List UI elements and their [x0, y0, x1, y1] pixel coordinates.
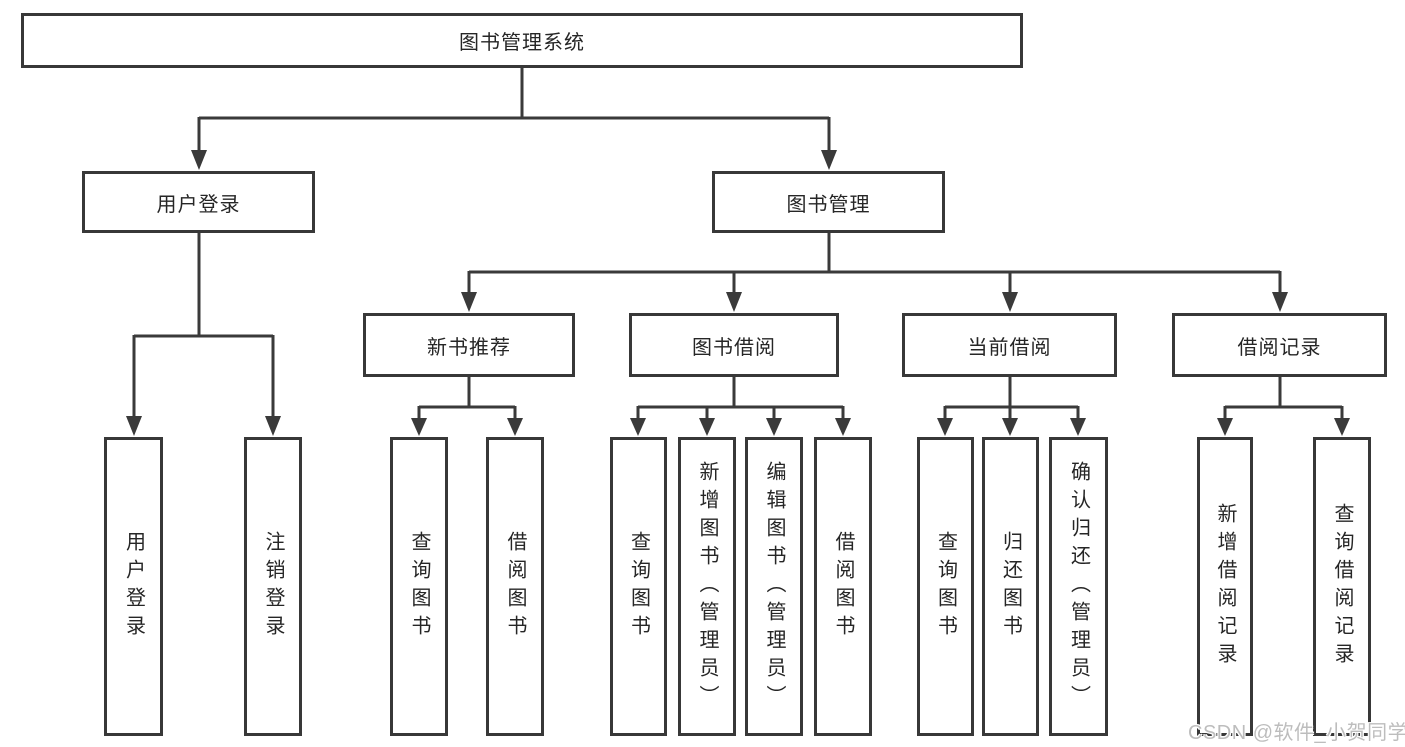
node-current-borrow-label: 当前借阅: [967, 336, 1052, 359]
node-user-login-label: 用户登录: [156, 193, 241, 216]
connector-book-borrow: [636, 377, 845, 420]
leaf-confirm-return-admin: 确认归还（管理员）: [1049, 437, 1108, 736]
node-book-borrow: 图书借阅: [629, 313, 839, 377]
node-new-book-recommend: 新书推荐: [363, 313, 575, 377]
leaf-return-books: 归还图书: [982, 437, 1039, 736]
connector-user-login: [132, 233, 275, 418]
leaf-logout-label: 注销登录: [262, 530, 284, 643]
leaf-borrow-books-label: 借阅图书: [832, 530, 854, 643]
node-current-borrow: 当前借阅: [902, 313, 1117, 377]
leaf-user-login-label: 用户登录: [122, 530, 145, 643]
leaf-user-login: 用户登录: [104, 437, 163, 736]
node-root-label: 图书管理系统: [459, 32, 585, 54]
leaf-return-books-label: 归还图书: [999, 530, 1022, 643]
node-user-login: 用户登录: [82, 171, 315, 233]
leaf-query-books-recommend-label: 查询图书: [408, 530, 430, 643]
leaf-query-books-current: 查询图书: [917, 437, 974, 736]
connector-current-borrow: [943, 377, 1080, 420]
node-book-management-label: 图书管理: [786, 193, 871, 216]
leaf-query-borrow-record-label: 查询借阅记录: [1331, 502, 1353, 671]
leaf-borrow-books-recommend: 借阅图书: [486, 437, 544, 736]
node-root: 图书管理系统: [21, 13, 1023, 68]
connector-book-management: [467, 233, 1282, 294]
leaf-query-books-current-label: 查询图书: [934, 530, 957, 643]
leaf-edit-books-admin: 编辑图书（管理员）: [745, 437, 803, 736]
leaf-borrow-books: 借阅图书: [814, 437, 872, 736]
leaf-add-borrow-record: 新增借阅记录: [1197, 437, 1253, 736]
watermark: CSDN @软件_小贺同学: [1188, 722, 1405, 744]
leaf-query-borrow-record: 查询借阅记录: [1313, 437, 1371, 736]
leaf-confirm-return-admin-label: 确认归还（管理员）: [1067, 460, 1090, 713]
leaf-query-books-borrow: 查询图书: [610, 437, 667, 736]
leaf-add-books-admin: 新增图书（管理员）: [678, 437, 736, 736]
node-borrow-records-label: 借阅记录: [1237, 336, 1322, 359]
leaf-add-borrow-record-label: 新增借阅记录: [1214, 502, 1236, 671]
leaf-borrow-books-recommend-label: 借阅图书: [504, 530, 526, 643]
leaf-query-books-recommend: 查询图书: [390, 437, 448, 736]
node-new-book-recommend-label: 新书推荐: [427, 336, 511, 359]
node-book-management: 图书管理: [712, 171, 945, 233]
connector-root: [197, 66, 831, 152]
node-borrow-records: 借阅记录: [1172, 313, 1387, 377]
leaf-add-books-admin-label: 新增图书（管理员）: [696, 460, 718, 713]
connector-borrow-records: [1223, 377, 1344, 420]
leaf-logout: 注销登录: [244, 437, 302, 736]
node-book-borrow-label: 图书借阅: [692, 336, 776, 359]
leaf-query-books-borrow-label: 查询图书: [627, 530, 650, 643]
leaf-edit-books-admin-label: 编辑图书（管理员）: [763, 460, 785, 713]
connector-new-books: [417, 377, 517, 420]
